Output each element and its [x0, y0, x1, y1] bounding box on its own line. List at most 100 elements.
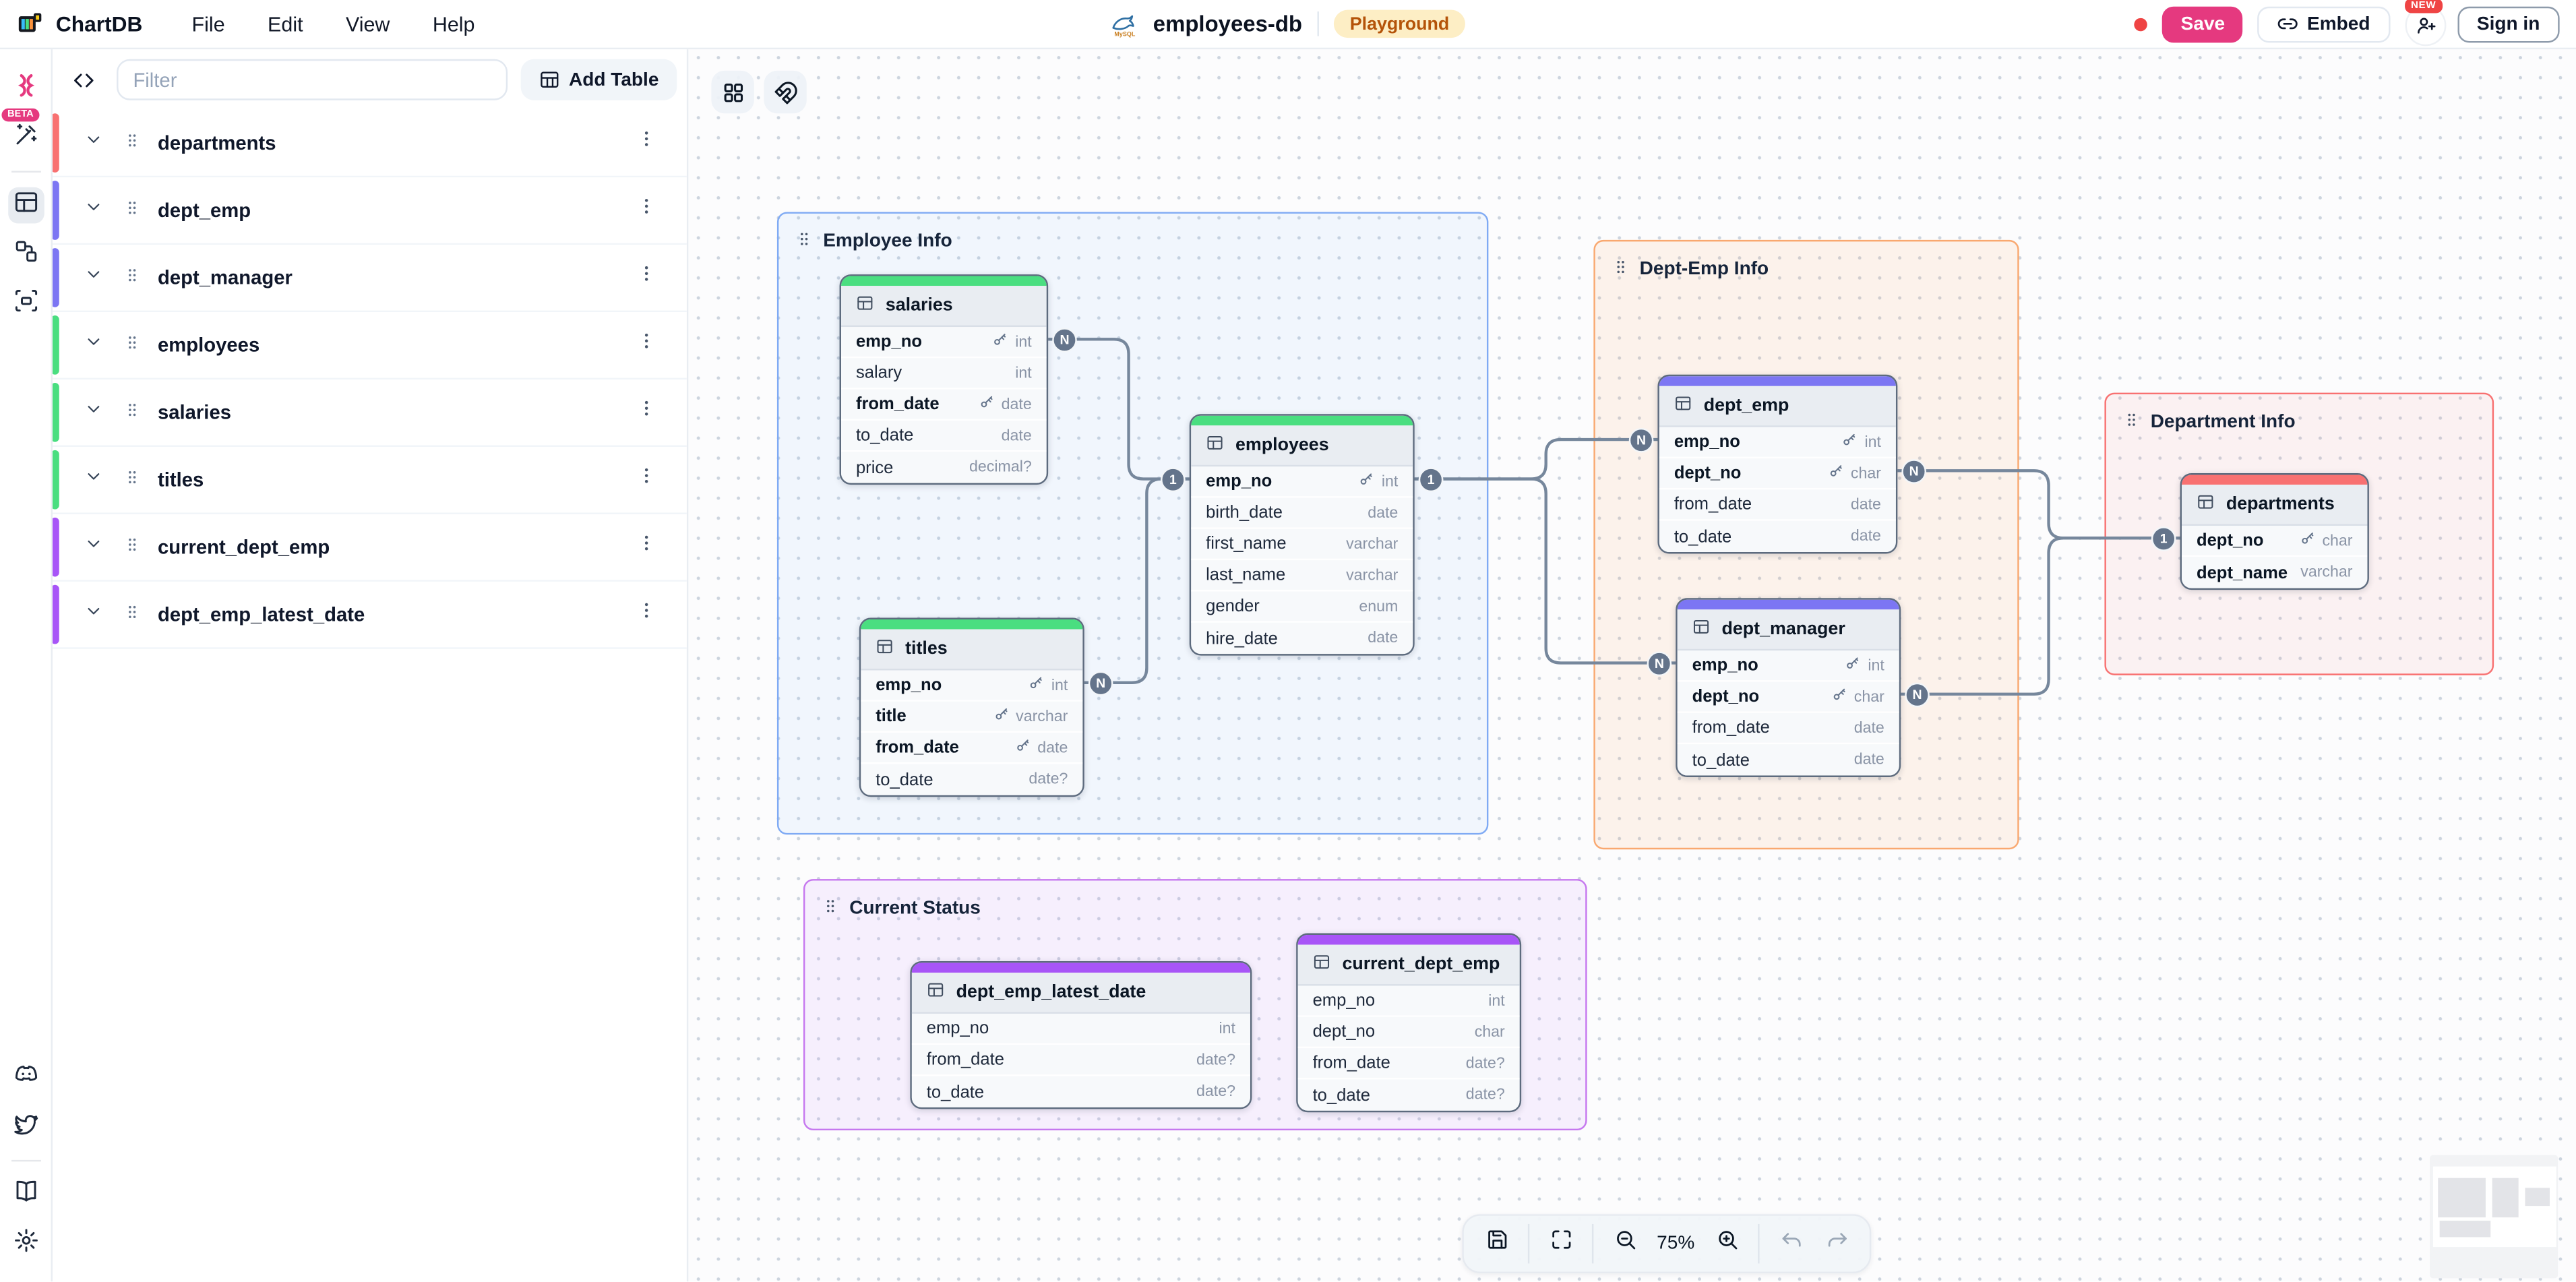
menu-help[interactable]: Help	[432, 12, 475, 36]
drag-handle-icon[interactable]	[123, 532, 142, 562]
relationships-panel-icon[interactable]	[7, 237, 44, 273]
drag-handle-icon[interactable]	[123, 195, 142, 225]
sidebar-item-titles[interactable]: titles	[51, 447, 687, 514]
zoom-out-button[interactable]	[1602, 1221, 1648, 1266]
table-header[interactable]: departments	[2182, 485, 2368, 526]
twitter-icon[interactable]	[7, 1109, 44, 1146]
chevron-down-icon[interactable]	[84, 398, 103, 427]
show-all-button[interactable]	[711, 70, 754, 114]
table-header[interactable]: dept_manager	[1677, 609, 1899, 651]
table-accent-bar	[51, 450, 59, 510]
cardinality-badge-1: 1	[2151, 526, 2176, 551]
drag-handle-icon[interactable]	[1612, 255, 1630, 284]
table-header[interactable]: current_dept_emp	[1297, 944, 1520, 986]
chevron-down-icon[interactable]	[84, 330, 103, 360]
key-icon	[1829, 463, 1844, 483]
fit-view-button[interactable]	[1538, 1221, 1584, 1266]
chevron-down-icon[interactable]	[84, 263, 103, 293]
drag-handle-icon[interactable]	[795, 226, 814, 256]
snap-to-grid-button[interactable]	[764, 70, 807, 114]
cardinality-badge-n: N	[1901, 458, 1926, 483]
menu-file[interactable]: File	[191, 12, 225, 36]
table-options-button[interactable]	[636, 600, 657, 630]
drag-handle-icon[interactable]	[123, 600, 142, 630]
save-button[interactable]: Save	[2162, 5, 2243, 42]
drag-handle-icon[interactable]	[2122, 408, 2141, 437]
table-options-button[interactable]	[636, 330, 657, 360]
redo-button[interactable]	[1814, 1221, 1860, 1266]
save-diagram-button[interactable]	[1473, 1221, 1519, 1266]
table-options-button[interactable]	[636, 263, 657, 293]
field-type: varchar	[1346, 566, 1399, 584]
zoom-level-button[interactable]: 75%	[1657, 1233, 1695, 1254]
canvas-toolbar: 75%	[1462, 1214, 1872, 1274]
sidebar-item-dept_manager[interactable]: dept_manager	[51, 245, 687, 313]
drag-handle-icon[interactable]	[123, 330, 142, 360]
chevron-down-icon[interactable]	[84, 532, 103, 562]
sidebar-item-dept_emp_latest_date[interactable]: dept_emp_latest_date	[51, 581, 687, 649]
sidebar-item-departments[interactable]: departments	[51, 110, 687, 178]
filter-input[interactable]	[117, 59, 508, 100]
table-header[interactable]: dept_emp	[1659, 386, 1896, 427]
sidebar-item-salaries[interactable]: salaries	[51, 379, 687, 447]
add-table-button[interactable]: Add Table	[521, 59, 677, 100]
table-options-button[interactable]	[636, 128, 657, 158]
table-options-button[interactable]	[636, 398, 657, 427]
zoom-in-button[interactable]	[1704, 1221, 1750, 1266]
areas-panel-icon[interactable]	[7, 286, 44, 322]
docs-icon[interactable]	[7, 1177, 44, 1213]
drag-handle-icon[interactable]	[123, 128, 142, 158]
drag-handle-icon[interactable]	[123, 398, 142, 427]
table-options-button[interactable]	[636, 532, 657, 562]
table-header[interactable]: employees	[1191, 425, 1413, 467]
table-header[interactable]: salaries	[841, 286, 1047, 328]
discord-icon[interactable]	[7, 1060, 44, 1097]
cardinality-badge-n: N	[1088, 670, 1113, 696]
drag-handle-icon[interactable]	[123, 263, 142, 293]
sidebar-item-dept_emp[interactable]: dept_emp	[51, 177, 687, 245]
tables-panel-icon[interactable]	[7, 187, 44, 224]
chevron-down-icon[interactable]	[84, 465, 103, 495]
drag-handle-icon[interactable]	[822, 894, 840, 923]
minimap[interactable]	[2430, 1155, 2558, 1279]
magic-wand-icon[interactable]: BETA	[1, 108, 44, 156]
table-options-button[interactable]	[636, 465, 657, 495]
diagram-name[interactable]: employees-db	[1153, 11, 1303, 36]
undo-button[interactable]	[1768, 1221, 1814, 1266]
menu-view[interactable]: View	[345, 12, 390, 36]
cardinality-badge-n: N	[1628, 427, 1654, 452]
drag-handle-icon[interactable]	[123, 465, 142, 495]
field-type: int	[1015, 363, 1032, 382]
invite-user-button[interactable]: NEW	[2404, 0, 2446, 47]
table-header[interactable]: dept_emp_latest_date	[911, 973, 1250, 1014]
cardinality-badge-n: N	[1905, 681, 1930, 707]
chevron-down-icon[interactable]	[84, 128, 103, 158]
sidebar-item-current_dept_emp[interactable]: current_dept_emp	[51, 514, 687, 582]
chevron-down-icon[interactable]	[84, 600, 103, 630]
settings-icon[interactable]	[7, 1226, 44, 1262]
chevron-down-icon[interactable]	[84, 195, 103, 225]
menu-edit[interactable]: Edit	[268, 12, 303, 36]
sign-in-button[interactable]: Sign in	[2457, 5, 2560, 42]
embed-button[interactable]: Embed	[2257, 5, 2390, 42]
sidebar-item-employees[interactable]: employees	[51, 312, 687, 380]
table-options-button[interactable]	[636, 195, 657, 225]
field-name: to_date	[855, 425, 914, 446]
code-view-button[interactable]	[64, 60, 104, 100]
table-header[interactable]: titles	[861, 629, 1083, 671]
table-color-strip	[841, 276, 1047, 286]
chartdb-pink-logo-icon[interactable]	[7, 71, 44, 107]
